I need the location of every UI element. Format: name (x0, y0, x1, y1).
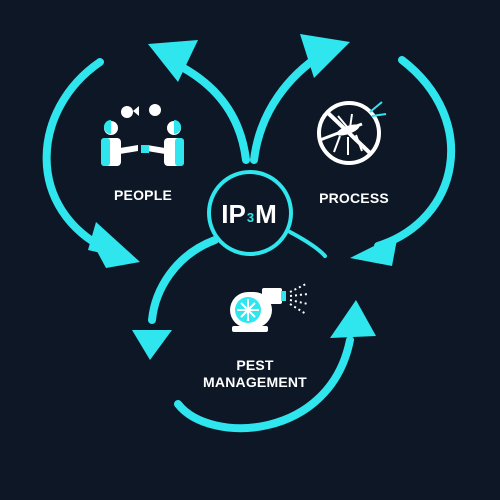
center-ring (207, 170, 293, 256)
arrowhead-bottom (330, 300, 376, 338)
no-mosquito-icon (317, 101, 387, 165)
logo-prefix: IP (221, 198, 246, 229)
pest-management-label-line1: PEST (236, 357, 274, 373)
arrowhead-right (350, 234, 398, 266)
arc-right (374, 56, 456, 250)
arrowhead-top-right (300, 34, 350, 78)
blower-sprayer-icon (230, 283, 309, 332)
arc-center-down (148, 236, 219, 324)
people-meeting-icon (101, 104, 184, 166)
arc-bottom (174, 336, 354, 433)
arc-left (42, 58, 112, 254)
logo-subscript: 3 (246, 209, 255, 225)
process-label: PROCESS (319, 190, 389, 206)
arc-center-right (288, 230, 327, 258)
pest-management-label-line2: MANAGEMENT (203, 374, 307, 390)
arrowhead-center-down (132, 330, 172, 360)
people-label: PEOPLE (114, 187, 172, 203)
logo-suffix: M (255, 198, 277, 229)
arrowhead-left-b (88, 222, 140, 262)
pest-management-label: PEST MANAGEMENT (185, 357, 325, 391)
arrowhead-top-left (148, 40, 198, 82)
